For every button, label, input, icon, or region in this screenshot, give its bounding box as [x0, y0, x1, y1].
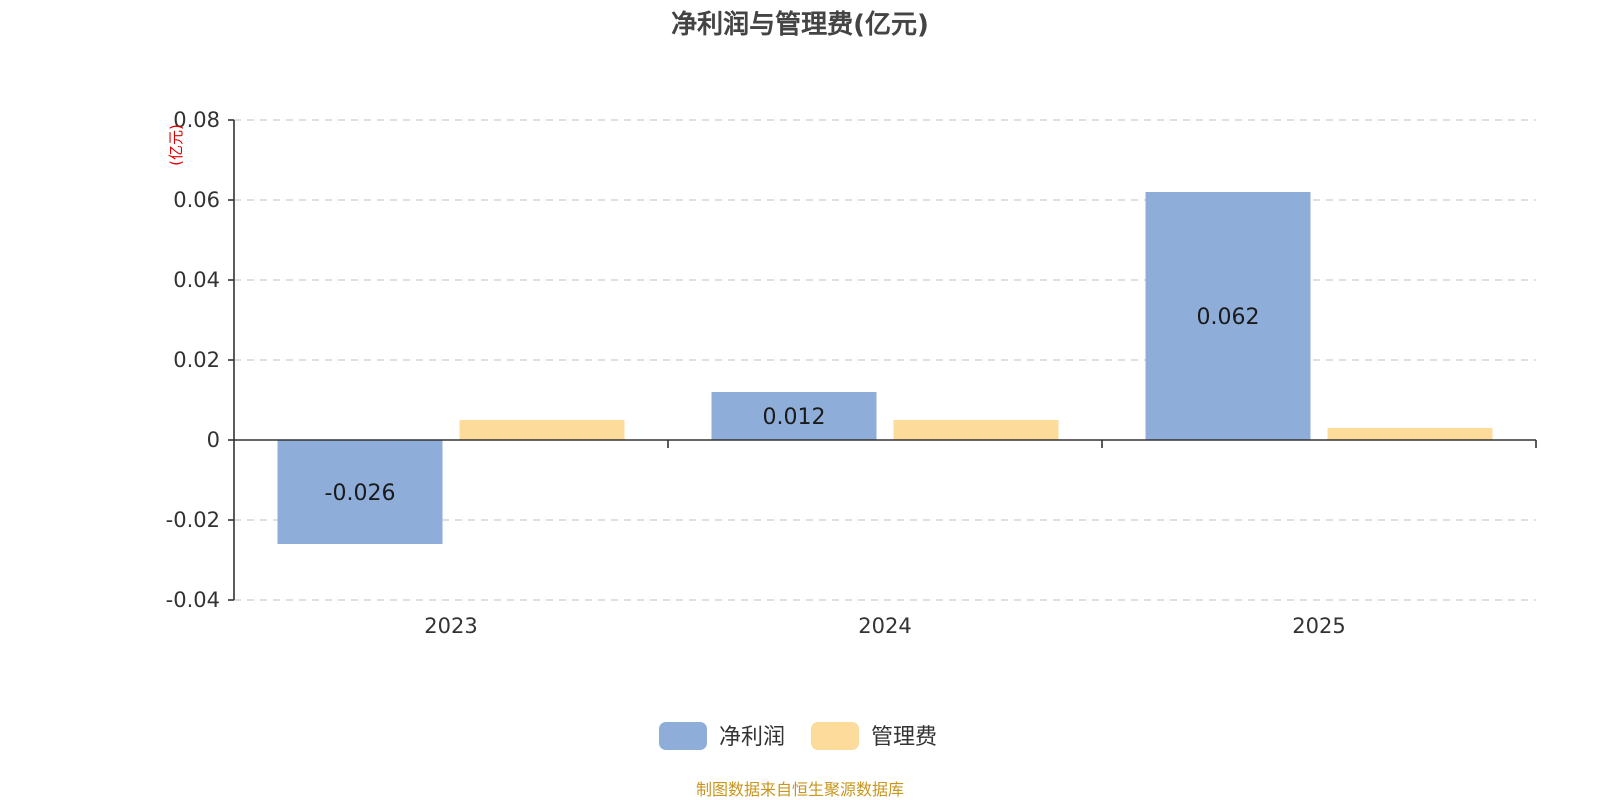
y-tick-label: 0.06 — [173, 188, 220, 212]
data-label: 0.062 — [1197, 305, 1260, 330]
bar-net-profit-2025 — [1145, 192, 1311, 440]
y-tick-label: 0.02 — [173, 348, 220, 372]
bar-admin-expense-2024 — [893, 420, 1059, 440]
bars — [277, 192, 1493, 544]
y-axis-unit-label: (亿元) — [167, 124, 185, 166]
y-tick-label: -0.02 — [166, 508, 220, 532]
legend-label-net-profit: 净利润 — [719, 725, 785, 750]
legend-swatch-admin-expense — [811, 722, 859, 750]
data-label: -0.026 — [325, 481, 396, 506]
bar-admin-expense-2025 — [1327, 428, 1493, 440]
y-tick-label: -0.04 — [166, 588, 220, 612]
x-tick-label: 2024 — [858, 614, 911, 638]
legend: 净利润 管理费 — [659, 722, 937, 750]
data-source-note: 制图数据来自恒生聚源数据库 — [696, 780, 904, 799]
labels: -0.04 -0.02 0 0.02 0.04 0.06 0.08 -0.026 2023 0.0… — [166, 108, 1346, 638]
bar-admin-expense-2023 — [459, 420, 625, 440]
x-tick-label: 2023 — [424, 614, 477, 638]
data-label: 0.012 — [763, 405, 826, 430]
legend-swatch-net-profit — [659, 722, 707, 750]
bar-net-profit-2024 — [711, 392, 877, 440]
bar-net-profit-2023 — [277, 440, 443, 544]
grid-lines — [234, 119, 1536, 601]
legend-label-admin-expense: 管理费 — [871, 725, 937, 750]
y-tick-label: 0 — [207, 428, 220, 452]
y-tick-label: 0.08 — [173, 108, 220, 132]
chart-title: 净利润与管理费(亿元) — [671, 9, 929, 40]
y-tick-label: 0.04 — [173, 268, 220, 292]
x-tick-label: 2025 — [1292, 614, 1345, 638]
axes — [228, 119, 1537, 601]
